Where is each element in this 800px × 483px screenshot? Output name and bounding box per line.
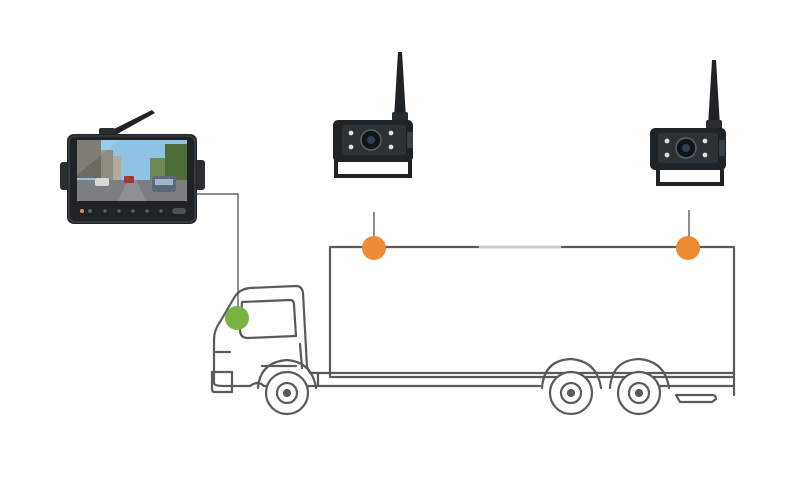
monitor-buttons [80,208,186,214]
monitor-power-led [80,209,84,213]
front-camera-bracket [334,152,412,178]
monitor-screen [77,140,187,201]
rear-wheel-arch-1 [540,357,603,390]
monitor-antenna [104,110,155,138]
rear-camera-position-marker [676,236,700,260]
rear-wheel-2 [616,370,662,416]
rear-camera-leds [664,138,708,158]
rear-wheel-1 [548,370,594,416]
cargo-box [328,245,736,379]
rear-camera-bracket [656,160,724,186]
rear-camera-antenna [708,60,720,126]
monitor-position-marker [225,306,249,330]
rear-wheel-arch-2 [608,357,671,390]
monitor-bezel-highlight [68,135,196,223]
rear-bumper [674,393,718,404]
connector-lines [195,193,690,312]
front-camera-antenna [394,52,406,118]
monitor-mount-right [195,160,205,190]
front-camera-antenna-base [392,112,408,122]
monitor-connector-line [195,193,239,312]
wireless-monitor-icon [60,110,205,224]
box-truck-icon [210,245,736,416]
rear-camera-antenna-base [706,120,722,130]
cab-window [238,298,298,340]
wireless-camera-icon [650,60,726,186]
cab-bumper [210,370,234,394]
front-camera-position-marker [362,236,386,260]
front-camera-leds [348,130,394,150]
front-wheel [264,370,310,416]
wireless-camera-icon [333,52,413,178]
front-wheel-arch [256,358,318,390]
